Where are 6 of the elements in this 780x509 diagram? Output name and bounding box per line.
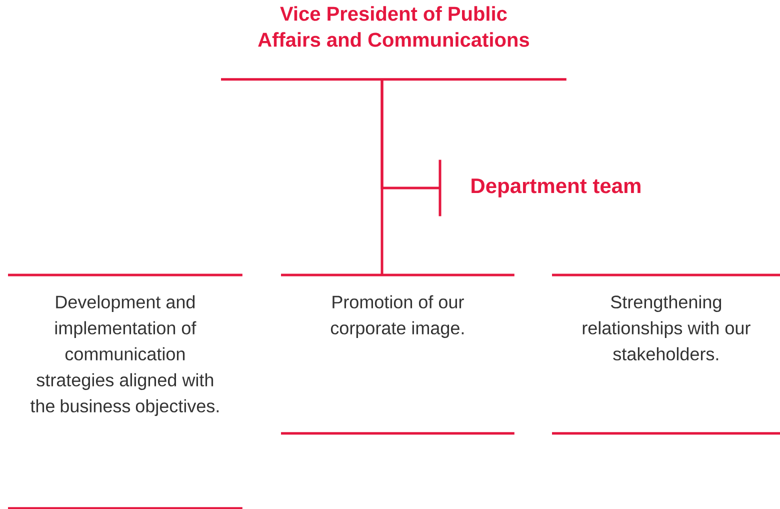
org-box: Strengthening relationships with our stakeholders. <box>552 274 780 435</box>
org-box: Vice President of Public Affairs and Communications <box>221 6 566 81</box>
org-box: Development and implementation of communication strategies aligned with the business objectives. <box>8 274 242 509</box>
org-box: Promotion of our corporate image. <box>281 274 514 435</box>
connector-line <box>380 79 440 190</box>
team-label: Department team <box>438 160 640 216</box>
